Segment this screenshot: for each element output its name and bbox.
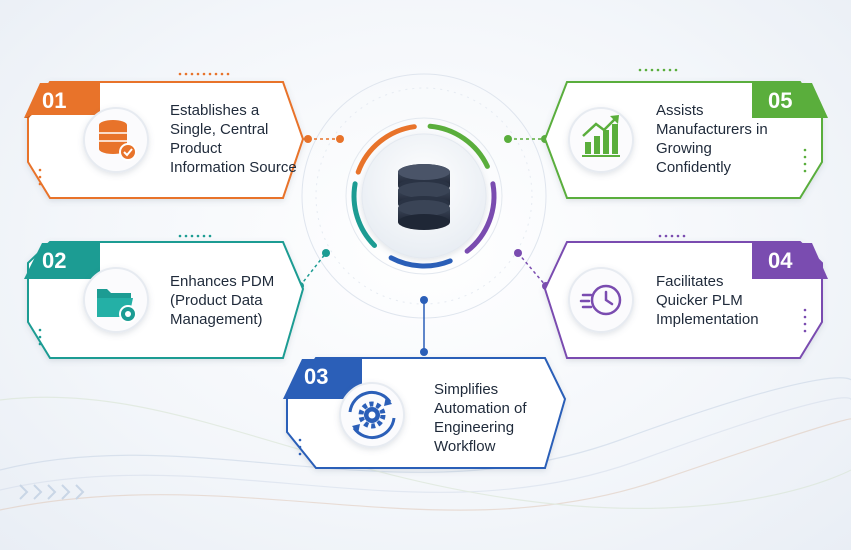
card-04-label: Facilitates Quicker PLM Implementation [656, 273, 759, 328]
card-03-label: Simplifies Automation of Engineering Wor… [434, 381, 527, 455]
card-02 [24, 234, 305, 359]
hub-arcs [351, 123, 497, 269]
card-05 [543, 68, 828, 199]
card-01 [24, 72, 305, 199]
arc-blue [388, 255, 453, 269]
card-03 [283, 357, 567, 469]
badge-number-03: 03 [304, 364, 329, 389]
arc-teal [351, 181, 377, 248]
card-04 [543, 234, 828, 359]
gear-cycle-icon [348, 391, 396, 439]
badge-number-02: 02 [42, 248, 67, 273]
background-chevrons [19, 484, 85, 500]
card-05-label: Assists Manufacturers in Growing Confide… [656, 102, 768, 176]
hub [361, 133, 487, 259]
arc-orange [355, 124, 417, 175]
badge-number-01: 01 [42, 88, 67, 113]
badge-number-04: 04 [768, 248, 793, 273]
database-check-icon [99, 120, 137, 161]
folder-gear-icon [97, 289, 137, 323]
card-01-label: Establishes a Single, Central Product In… [170, 102, 297, 176]
fast-clock-icon [579, 284, 622, 316]
badge-number-05: 05 [768, 88, 793, 113]
growth-chart-icon [582, 115, 620, 157]
arc-purple [464, 181, 497, 254]
database-icon [398, 164, 450, 230]
card-02-label: Enhances PDM (Product Data Management) [170, 273, 275, 328]
arc-green [427, 123, 490, 169]
